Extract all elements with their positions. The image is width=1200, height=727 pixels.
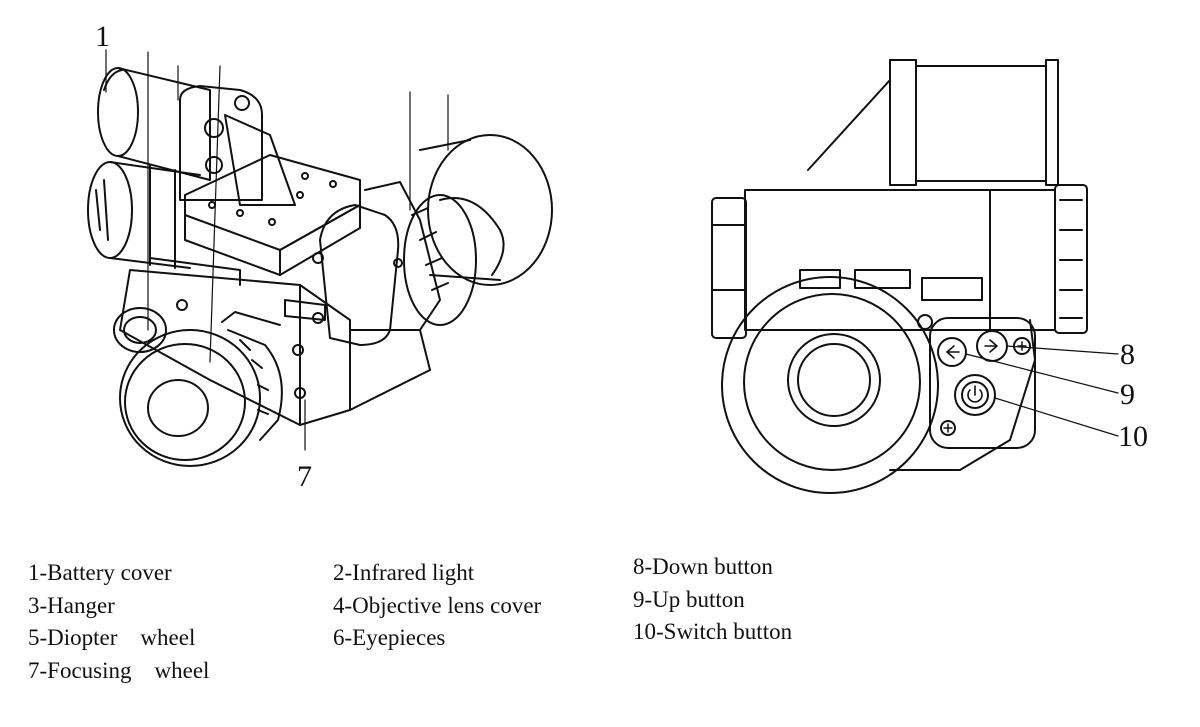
legend-column-2: 2-Infrared light 4-Objective lens cover …: [333, 557, 541, 655]
switch-button[interactable]: [954, 374, 996, 416]
callout-10: 10: [1118, 420, 1148, 453]
legend-item: 6-Eyepieces: [333, 625, 446, 650]
main-housing-rear: [711, 184, 1088, 339]
legend-item: 1-Battery cover: [28, 560, 172, 585]
battery-cover-rear: [807, 59, 1059, 186]
legend-item: 2-Infrared light: [333, 560, 475, 585]
leader-lines-rear: [965, 345, 1119, 437]
hanger: [179, 85, 296, 206]
legend-item: 10-Switch button: [633, 619, 793, 644]
main-body: [119, 154, 431, 426]
legend-column-1: 1-Battery cover 3-Hanger 5-Diopter wheel…: [28, 557, 209, 687]
device-perspective-view: 1 7: [87, 20, 553, 493]
callout-9: 9: [1120, 378, 1135, 411]
legend-item: 4-Objective lens cover: [333, 592, 542, 618]
legend-item: 3-Hanger: [28, 592, 115, 618]
callout-8: 8: [1120, 338, 1135, 371]
device-rear-view: 8 9 10: [711, 59, 1148, 494]
callout-7: 7: [297, 460, 312, 493]
leader-lines: [105, 49, 449, 451]
callout-1: 1: [95, 20, 110, 53]
legend-item: 5-Diopter wheel: [28, 625, 196, 650]
up-button[interactable]: [937, 337, 967, 367]
device-diagram: 1 7: [87, 20, 1148, 494]
eyepiece: [364, 134, 553, 331]
down-button[interactable]: [976, 330, 1008, 362]
legend-column-3: 8-Down button 9-Up button 10-Switch butt…: [633, 551, 792, 649]
rear-housing: [87, 161, 201, 269]
legend-item: 9-Up button: [633, 586, 745, 612]
legend-item: 8-Down button: [633, 554, 773, 579]
eyepiece-rear: [721, 276, 1036, 494]
objective-lens: [113, 307, 283, 467]
button-panel: [917, 314, 1036, 449]
legend-item: 7-Focusing wheel: [28, 657, 210, 683]
